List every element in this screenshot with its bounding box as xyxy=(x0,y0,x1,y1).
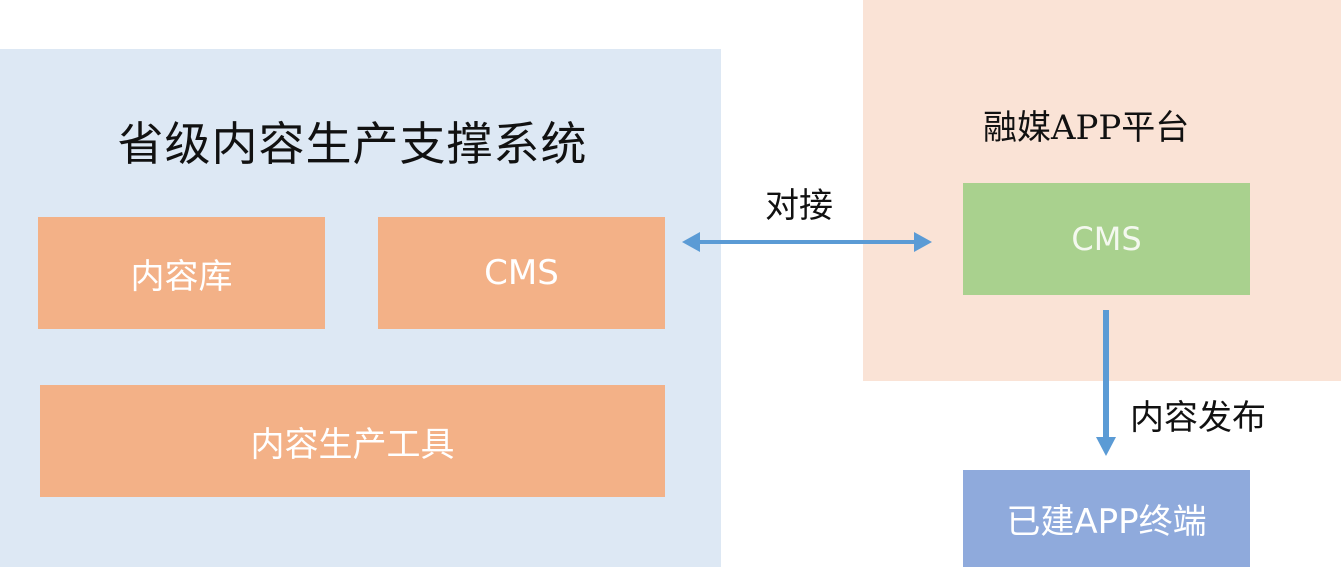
bidirectional-arrow-icon xyxy=(682,232,932,252)
content-library-box: 内容库 xyxy=(38,217,325,329)
provincial-system-title: 省级内容生产支撑系统 xyxy=(117,117,588,171)
platform-cms-box: CMS xyxy=(963,183,1250,295)
left-cms-box: CMS xyxy=(378,217,665,329)
content-production-tools-box: 内容生产工具 xyxy=(40,385,665,497)
integration-label: 对接 xyxy=(765,186,833,226)
content-production-tools-label: 内容生产工具 xyxy=(250,424,455,465)
down-arrow-icon xyxy=(1096,310,1116,456)
platform-cms-label: CMS xyxy=(1071,220,1142,258)
content-publish-label: 内容发布 xyxy=(1130,398,1266,438)
existing-app-terminal-label: 已建APP终端 xyxy=(1006,502,1207,542)
content-library-label: 内容库 xyxy=(130,256,233,297)
existing-app-terminal-box: 已建APP终端 xyxy=(963,470,1250,567)
media-app-platform-title: 融媒APP平台 xyxy=(983,108,1190,148)
left-cms-label: CMS xyxy=(484,253,559,293)
